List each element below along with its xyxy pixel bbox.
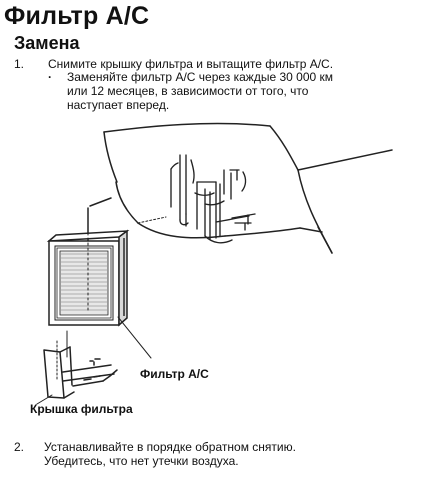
note-line-1: Заменяйте фильтр А/С через каждые 30 000… xyxy=(67,70,334,84)
step-1-number: 1. xyxy=(14,57,25,71)
cabin-filter-cartridge xyxy=(46,229,130,327)
note-line-2: или 12 месяцев, в зависимости от того, ч… xyxy=(67,84,309,98)
step-2-number: 2. xyxy=(14,440,25,454)
filter-callout-label: Фильтр А/С xyxy=(140,367,209,381)
note-line-3: наступает вперед. xyxy=(67,98,170,112)
step-1-text: Снимите крышку фильтра и вытащите фильтр… xyxy=(48,57,334,71)
step-2-text: Устанавливайте в порядке обратном снятию… xyxy=(44,440,296,468)
cover-callout-label: Крышка фильтра xyxy=(30,402,133,416)
step-2-line-2: Убедитесь, что нет утечки воздуха. xyxy=(44,454,239,468)
maintenance-note: Заменяйте фильтр А/С через каждые 30 000… xyxy=(67,70,333,112)
blower-mechanism xyxy=(170,154,256,244)
page-title: Фильтр А/С xyxy=(4,2,150,30)
note-bullet-icon: · xyxy=(48,70,52,84)
filter-cover xyxy=(43,346,118,399)
illustration-guide-lines xyxy=(36,207,167,405)
section-subtitle: Замена xyxy=(14,33,80,53)
step-2-line-1: Устанавливайте в порядке обратном снятию… xyxy=(44,440,296,454)
